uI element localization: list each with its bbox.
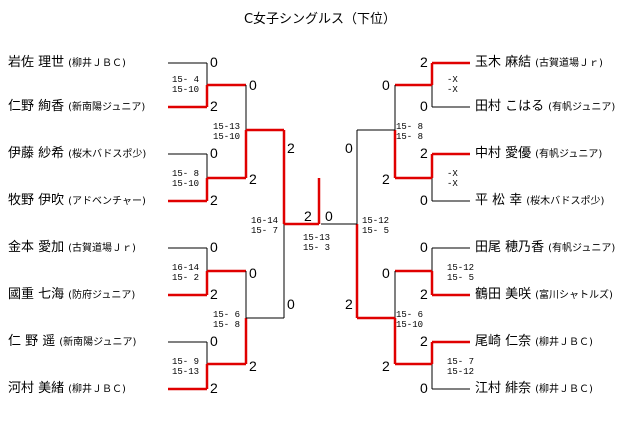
left-r3-detail: 16-14 15- 7 (251, 216, 279, 236)
right-r2-bottom-detail: 15- 6 15-10 (396, 310, 424, 330)
page-title: C女子シングルス（下位） (243, 12, 397, 27)
right-r1-score-8: 0 (420, 380, 428, 396)
player-name: 伊藤 紗希 (8, 146, 65, 161)
right-r2-top-score-1: 0 (382, 77, 390, 93)
left-r2-top-score-2: 2 (249, 171, 257, 187)
player-name: 仁野 絢香 (8, 99, 65, 114)
player-name: 田尾 穂乃香 (475, 240, 545, 255)
right-r1-score-2: 0 (420, 98, 428, 114)
player-team: (柳井ＪＢＣ) (68, 58, 126, 69)
right-player-7: 尾崎 仁奈(柳井ＪＢＣ) (475, 334, 593, 351)
player-team: (柳井ＪＢＣ) (535, 384, 593, 395)
left-player-8: 河村 美緒(柳井ＪＢＣ) (8, 381, 126, 398)
right-r1-score-6: 2 (420, 286, 428, 302)
player-name: 玉木 麻結 (475, 55, 532, 70)
left-r1-score-5: 0 (210, 239, 218, 255)
player-team: (桜木バドスポ少) (68, 149, 147, 160)
right-r1-score-4: 0 (420, 192, 428, 208)
right-r1-score-5: 0 (420, 239, 428, 255)
left-player-4: 牧野 伊吹(アドベンチャー) (8, 193, 146, 210)
right-r2-bottom-score-1: 0 (382, 265, 390, 281)
right-r1-detail-4: 15- 7 15-12 (447, 357, 475, 377)
left-r1-score-4: 2 (210, 192, 218, 208)
player-team: (有帆ジュニア) (548, 243, 616, 254)
player-name: 仁 野 遥 (8, 334, 56, 349)
player-team: (新南陽ジュニア) (68, 102, 146, 113)
left-r2-top-score-1: 0 (249, 77, 257, 93)
player-team: (古賀道場Ｊｒ) (535, 58, 603, 69)
left-player-6: 國重 七海(防府ジュニア) (8, 287, 135, 304)
player-name: 田村 こはる (475, 99, 545, 114)
left-r1-detail-4: 15- 9 15-13 (172, 357, 200, 377)
left-r2-bottom-score-2: 2 (249, 358, 257, 374)
left-r1-score-7: 0 (210, 333, 218, 349)
right-player-1: 玉木 麻結(古賀道場Ｊｒ) (475, 55, 603, 72)
right-player-3: 中村 愛優(有帆ジュニア) (475, 146, 602, 163)
player-name: 河村 美緒 (8, 381, 65, 396)
left-r1-detail-3: 16-14 15- 2 (172, 263, 200, 283)
left-r3-score-2: 0 (287, 296, 295, 312)
right-r2-top-detail: 15- 8 15- 8 (396, 122, 424, 142)
player-name: 平 松 幸 (475, 193, 523, 208)
player-name: 江村 緋奈 (475, 381, 532, 396)
left-r3-score-1: 2 (287, 140, 295, 156)
right-player-4: 平 松 幸(桜木バドスポ少) (475, 193, 604, 210)
player-team: (有帆ジュニア) (535, 149, 603, 160)
right-r1-score-1: 2 (420, 54, 428, 70)
left-r1-score-1: 0 (210, 54, 218, 70)
left-player-1: 岩佐 理世(柳井ＪＢＣ) (8, 55, 126, 72)
player-team: (柳井ＪＢＣ) (535, 337, 593, 348)
player-team: (防府ジュニア) (68, 290, 136, 301)
left-r1-score-6: 2 (210, 286, 218, 302)
player-team: (アドベンチャー) (68, 196, 146, 207)
right-player-8: 江村 緋奈(柳井ＪＢＣ) (475, 381, 593, 398)
left-r2-bottom-score-1: 0 (249, 265, 257, 281)
left-r2-bottom-detail: 15- 6 15- 8 (213, 310, 241, 330)
player-team: (柳井ＪＢＣ) (68, 384, 126, 395)
left-r2-top-detail: 15-13 15-10 (213, 122, 241, 142)
player-name: 岩佐 理世 (8, 55, 65, 70)
left-r1-score-8: 2 (210, 380, 218, 396)
right-r3-detail: 15-12 15- 5 (362, 216, 390, 236)
right-r1-detail-3: 15-12 15- 5 (447, 263, 475, 283)
player-team: (新南陽ジュニア) (59, 337, 137, 348)
right-r2-bottom-score-2: 2 (382, 358, 390, 374)
right-r1-score-7: 2 (420, 333, 428, 349)
right-r3-score-2: 2 (345, 296, 353, 312)
right-r3-score-1: 0 (345, 140, 353, 156)
right-player-5: 田尾 穂乃香(有帆ジュニア) (475, 240, 615, 257)
player-name: 中村 愛優 (475, 146, 532, 161)
player-team: (桜木バドスポ少) (526, 196, 605, 207)
player-name: 牧野 伊吹 (8, 193, 65, 208)
right-r1-score-3: 2 (420, 145, 428, 161)
left-r1-score-3: 0 (210, 145, 218, 161)
player-team: (古賀道場Ｊｒ) (68, 243, 136, 254)
player-name: 鶴田 美咲 (475, 287, 532, 302)
player-team: (有帆ジュニア) (548, 102, 616, 113)
right-r1-detail-2: -X -X (447, 169, 458, 189)
player-name: 國重 七海 (8, 287, 65, 302)
final-right-score: 0 (325, 208, 333, 224)
left-player-3: 伊藤 紗希(桜木バドスポ少) (8, 146, 146, 163)
left-r1-detail-1: 15- 4 15-10 (172, 75, 200, 95)
player-name: 尾崎 仁奈 (475, 334, 532, 349)
left-r1-detail-2: 15- 8 15-10 (172, 169, 200, 189)
left-r1-score-2: 2 (210, 98, 218, 114)
right-player-6: 鶴田 美咲(富川シャトルズ) (475, 287, 613, 304)
right-r2-top-score-2: 2 (382, 171, 390, 187)
left-player-7: 仁 野 遥(新南陽ジュニア) (8, 334, 136, 351)
left-player-2: 仁野 絢香(新南陽ジュニア) (8, 99, 145, 116)
final-left-score: 2 (304, 208, 312, 224)
right-player-2: 田村 こはる(有帆ジュニア) (475, 99, 615, 116)
right-r1-detail-1: -X -X (447, 75, 458, 95)
player-team: (富川シャトルズ) (535, 290, 613, 301)
player-name: 金本 愛加 (8, 240, 65, 255)
final-detail: 15-13 15- 3 (303, 233, 331, 253)
left-player-5: 金本 愛加(古賀道場Ｊｒ) (8, 240, 136, 257)
